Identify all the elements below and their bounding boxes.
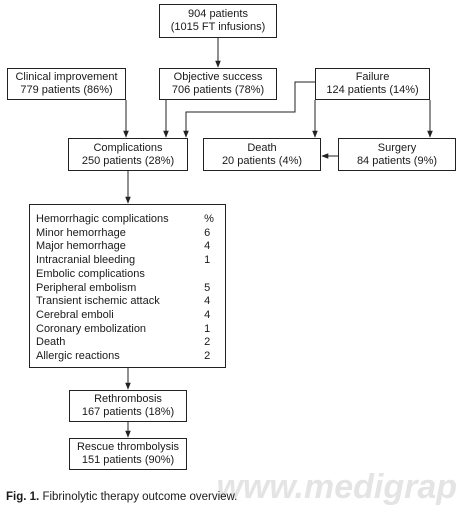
list-item-value: 1 — [204, 254, 211, 267]
failure-title: Failure — [355, 71, 390, 83]
complications-count: 250 patients (28%) — [81, 154, 175, 167]
list-item: Transient ischemic attack 4 — [36, 295, 219, 309]
list-item: Coronary embolization 1 — [36, 323, 219, 337]
list-item-value — [204, 268, 219, 282]
list-item-label: Cerebral emboli — [36, 308, 114, 321]
death-title: Death — [247, 141, 277, 154]
list-item-value: 4 — [204, 308, 211, 321]
list-item: Allergic reactions 2 — [36, 350, 219, 364]
rethrombosis-box: Rethrombosis 167 patients (18%) — [69, 390, 187, 422]
arrow-failure-to-complications — [183, 81, 315, 138]
list-item-value: 4 — [204, 295, 211, 308]
figure-caption-text: Fibrinolytic therapy outcome overview. — [42, 491, 238, 503]
complication-details-box: Hemorrhagic complications% Minor hemorrh… — [29, 204, 226, 368]
list-item-label: Embolic complications — [36, 267, 145, 280]
list-item-label: Coronary embolization — [36, 322, 147, 335]
list-item-label: Death — [36, 336, 66, 349]
list-item-value: 4 — [204, 240, 211, 253]
list-item-value: % — [204, 213, 214, 225]
list-item-value: 2 — [204, 336, 211, 349]
rethrombosis-title: Rethrombosis — [94, 393, 162, 405]
surgery-title: Surgery — [377, 141, 417, 154]
surgery-count: 84 patients (9%) — [356, 154, 438, 167]
death-count: 20 patients (4%) — [221, 154, 303, 167]
list-item: Cerebral emboli 4 — [36, 309, 219, 323]
list-item-label: Major hemorrhage — [36, 240, 126, 253]
rescue-thrombolysis-box: Rescue thrombolysis 151 patients (90%) — [69, 438, 187, 470]
total-patients-subtitle: (1015 FT infusions) — [170, 21, 266, 33]
figure-caption: Fig. 1. Fibrinolytic therapy outcome ove… — [6, 491, 237, 503]
list-item: Minor hemorrhage 6 — [36, 227, 219, 241]
clinical-improvement-title: Clinical improvement — [15, 71, 118, 83]
list-item: Embolic complications — [36, 268, 219, 282]
clinical-improvement-count: 779 patients (86%) — [20, 84, 113, 96]
list-item: Intracranial bleeding 1 — [36, 254, 219, 268]
rescue-thrombolysis-count: 151 patients (90%) — [81, 454, 175, 466]
rescue-thrombolysis-title: Rescue thrombolysis — [76, 441, 180, 453]
objective-success-count: 706 patients (78%) — [171, 84, 265, 96]
list-item-label: Intracranial bleeding — [36, 254, 136, 267]
list-item-value: 5 — [204, 281, 211, 294]
complications-box: Complications 250 patients (28%) — [68, 138, 188, 171]
list-item: Major hemorrhage 4 — [36, 240, 219, 254]
failure-box: Failure 124 patients (14%) — [315, 68, 430, 100]
objective-success-title: Objective success — [173, 71, 263, 83]
list-item-value: 6 — [204, 226, 211, 239]
list-item: Hemorrhagic complications% — [36, 213, 219, 227]
list-item-value: 1 — [204, 322, 211, 335]
list-item-label: Transient ischemic attack — [36, 295, 160, 308]
figure-caption-label: Fig. 1. — [6, 491, 40, 503]
failure-count: 124 patients (14%) — [326, 84, 419, 96]
watermark-text: www.medigrap — [216, 468, 457, 506]
death-box: Death 20 patients (4%) — [203, 138, 321, 171]
list-item-label: Hemorrhagic complications — [36, 213, 169, 225]
list-item-value: 2 — [204, 350, 211, 363]
list-item-label: Peripheral embolism — [36, 281, 137, 294]
complications-title: Complications — [93, 141, 163, 154]
surgery-box: Surgery 84 patients (9%) — [338, 138, 456, 171]
rethrombosis-count: 167 patients (18%) — [81, 406, 175, 418]
total-patients-box: 904 patients (1015 FT infusions) — [159, 4, 277, 38]
clinical-improvement-box: Clinical improvement 779 patients (86%) — [7, 68, 126, 100]
list-item: Death 2 — [36, 336, 219, 350]
list-item-label: Minor hemorrhage — [36, 226, 126, 239]
list-item: Peripheral embolism 5 — [36, 282, 219, 296]
total-patients-title: 904 patients — [188, 8, 248, 20]
objective-success-box: Objective success 706 patients (78%) — [159, 68, 277, 100]
list-item-label: Allergic reactions — [36, 350, 120, 363]
